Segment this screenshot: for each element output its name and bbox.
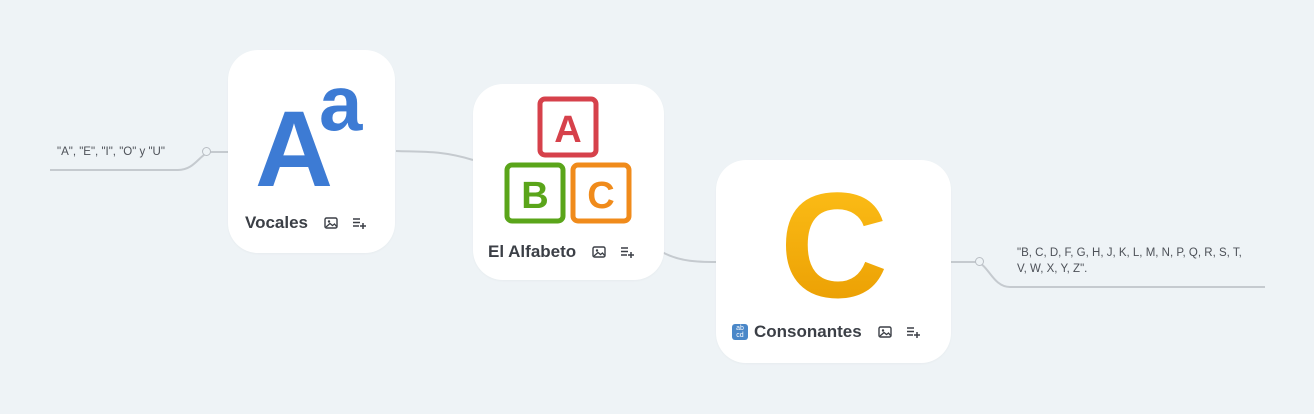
vowels-label: Vocales <box>245 213 309 232</box>
image-icon[interactable] <box>877 325 892 339</box>
link-vowels-note <box>50 151 229 171</box>
add-note-icon[interactable] <box>906 325 920 339</box>
consonants-node[interactable]: C ab cd Consonantes <box>716 160 951 363</box>
vowels-collapse-toggle[interactable] <box>202 147 211 156</box>
consonants-collapse-toggle[interactable] <box>975 257 984 266</box>
link-root-vowels <box>395 150 474 161</box>
vowels-note[interactable]: "A", "E", "I", "O" y "U" <box>57 146 165 158</box>
add-note-icon[interactable] <box>352 216 367 230</box>
image-icon[interactable] <box>324 216 338 230</box>
letters-icon-a: a <box>319 68 363 147</box>
add-note-icon[interactable] <box>620 245 635 259</box>
abcd-emoji-top: ab <box>736 325 744 332</box>
abcd-emoji-icon: ab cd <box>732 324 748 340</box>
abc-blocks-icon: A B C <box>504 96 632 224</box>
consonants-note[interactable]: "B, C, D, F, G, H, J, K, L, M, N, P, Q, … <box>1017 245 1242 277</box>
letter-c-icon: C <box>780 172 888 307</box>
vowels-node[interactable]: A a Vocales <box>228 50 395 253</box>
block-A-letter: A <box>554 109 581 151</box>
consonants-note-line-2: V, W, X, Y, Z". <box>1017 263 1088 275</box>
letters-icon-A: A <box>255 88 333 193</box>
root-node[interactable]: A B C El Alfabeto <box>473 84 664 280</box>
consonants-label: Consonantes <box>754 322 862 341</box>
consonants-note-line-1: "B, C, D, F, G, H, J, K, L, M, N, P, Q, … <box>1017 247 1242 259</box>
letters-icon: A a <box>255 68 363 193</box>
abcd-emoji-bottom: cd <box>736 332 744 339</box>
link-root-consonants <box>661 251 717 263</box>
image-icon[interactable] <box>592 245 606 259</box>
block-B-letter: B <box>521 175 548 217</box>
block-C-letter: C <box>587 175 614 217</box>
letter-c-glyph: C <box>780 172 888 307</box>
root-label: El Alfabeto <box>488 242 577 261</box>
